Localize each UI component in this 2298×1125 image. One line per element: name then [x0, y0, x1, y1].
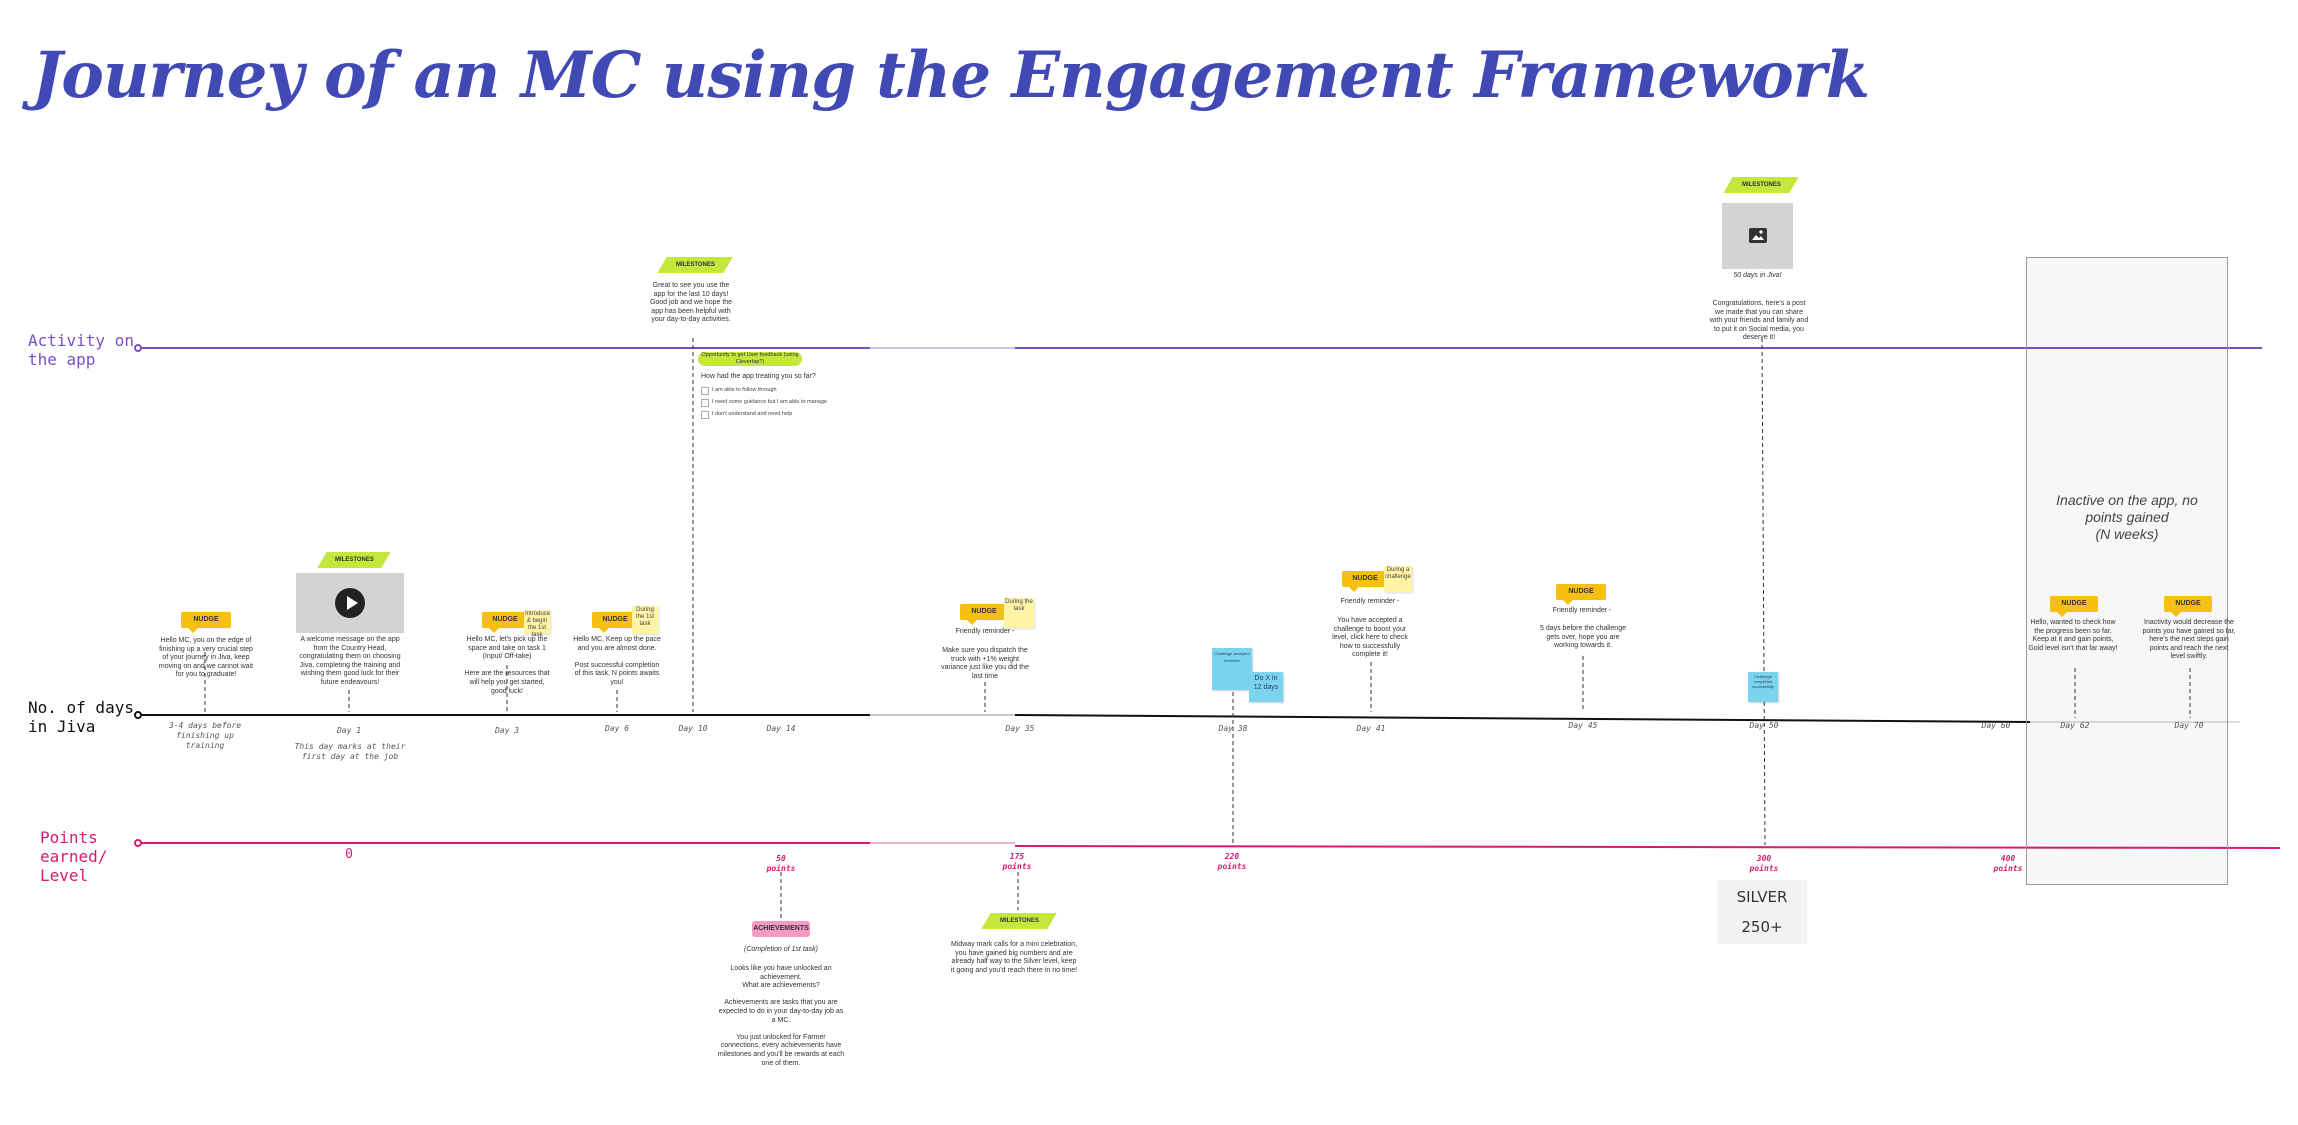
- level-name: SILVER: [1736, 888, 1788, 906]
- nudge-tag-day35: NUDGE: [960, 604, 1008, 625]
- points-300: 300 points: [1749, 854, 1779, 873]
- day-label-38: Day 38: [1218, 724, 1248, 733]
- nudge-text-day70: Inactivity would decrease the points you…: [2142, 619, 2236, 661]
- sticky-day35: During the task: [1004, 598, 1034, 628]
- nudge-tag-day3: NUDGE: [482, 612, 528, 633]
- points-220: 220 points: [1217, 852, 1247, 871]
- blue-sticky-day38-a: Challenge accepted reminder: [1212, 648, 1252, 690]
- points-400: 400 points: [1993, 854, 2023, 873]
- nudge-tag-day45: NUDGE: [1556, 584, 1606, 605]
- feedback-question: How had the app treating you so far?: [701, 373, 816, 380]
- day-label-1: Day 1: [336, 726, 362, 735]
- sticky-day3: Introduce & begin the 1st task: [524, 610, 551, 638]
- points-start: [134, 839, 142, 847]
- feedback-checkbox-3[interactable]: [701, 411, 709, 419]
- nudge-title-day41: Friendly reminder -: [1340, 598, 1400, 605]
- days-start: [134, 711, 142, 719]
- lane-points: Points earned/ Level: [40, 828, 108, 885]
- inactive-label: Inactive on the app, no points gained (N…: [2056, 492, 2198, 542]
- points-50: 50 points: [766, 854, 796, 873]
- activity-start: [134, 344, 142, 352]
- milestone-tag-175: MILESTONES: [981, 913, 1057, 929]
- nudge-tag-day70: NUDGE: [2164, 596, 2212, 617]
- milestone-text-day50: Congratulations, here's a post we made t…: [1709, 300, 1809, 342]
- nudge-tag-pre: NUDGE: [181, 612, 231, 633]
- milestone-text-day10: Great to see you use the app for the las…: [649, 282, 733, 324]
- play-icon[interactable]: [335, 588, 365, 618]
- video-thumbnail[interactable]: [296, 573, 404, 633]
- day-label-35: Day 35: [1005, 724, 1035, 733]
- points-line-2: [1014, 845, 2281, 849]
- image-placeholder: [1722, 203, 1793, 269]
- nudge-text-day6: Hello MC, Keep up the pace and you are a…: [573, 636, 661, 686]
- nudge-text-day41: You have accepted a challenge to boost y…: [1332, 617, 1408, 659]
- achievement-tag: ACHIEVEMENTS: [752, 921, 810, 937]
- achievement-text: Looks like you have unlocked an achievem…: [717, 965, 845, 1067]
- milestone-tag-day10: MILESTONES: [657, 257, 733, 273]
- page-title: Journey of an MC using the Engagement Fr…: [32, 38, 1870, 113]
- feedback-option-1: I am able to follow through: [712, 387, 777, 393]
- milestone-tag-day1: MILESTONES: [317, 552, 391, 568]
- image-icon: [1749, 228, 1767, 243]
- milestone-text-day1: A welcome message on the app from the Co…: [299, 636, 401, 686]
- sticky-day6: During the 1st task: [632, 606, 658, 634]
- achievement-subtitle: (Completion of 1st task): [744, 946, 818, 953]
- points-0: 0: [345, 847, 353, 862]
- day-label-50: Day 50: [1749, 721, 1779, 730]
- nudge-text-pre: Hello MC, you on the edge of finishing u…: [158, 637, 254, 679]
- lane-days: No. of days in Jiva: [28, 698, 134, 736]
- connectors: [204, 337, 2191, 920]
- nudge-text-day62: Hello, wanted to check how the progress …: [2028, 619, 2118, 652]
- nudge-title-day45: Friendly reminder -: [1552, 607, 1612, 614]
- day-label-3: Day 3: [494, 726, 520, 735]
- nudge-text-day35: Make sure you dispatch the truck with +1…: [941, 647, 1029, 680]
- feedback-option-3: I don't understand and need help: [712, 411, 793, 417]
- points-175: 175 points: [1002, 852, 1032, 871]
- day-label-41: Day 41: [1356, 724, 1386, 733]
- feedback-checkbox-1[interactable]: [701, 387, 709, 395]
- milestone-text-175: Midway mark calls for a mini celebration…: [950, 941, 1078, 974]
- nudge-tag-day6: NUDGE: [592, 612, 638, 633]
- milestone-tag-day50: MILESTONES: [1723, 177, 1799, 193]
- feedback-checkbox-2[interactable]: [701, 399, 709, 407]
- blue-sticky-day38-b: Do X in 12 days: [1249, 672, 1283, 702]
- nudge-text-day45: 5 days before the challenge gets over, h…: [1539, 625, 1626, 650]
- days-line-2: [1014, 714, 2031, 723]
- feedback-option-2: I need some guidance but I am able to ma…: [712, 399, 827, 405]
- nudge-text-day3: Hello MC, let's pick up the space and ta…: [464, 636, 550, 695]
- lane-activity: Activity on the app: [28, 331, 134, 369]
- sticky-day41: During a challenge: [1384, 566, 1412, 592]
- day-label-pre: 3-4 days before finishing up training: [168, 721, 242, 750]
- day-label-62: Day 62: [2060, 721, 2090, 730]
- day-label-14: Day 14: [766, 724, 796, 733]
- day-label-10: Day 10: [678, 724, 708, 733]
- level-card: SILVER 250+: [1717, 880, 1807, 944]
- level-threshold: 250+: [1741, 918, 1783, 936]
- day-label-6: Day 6: [604, 724, 630, 733]
- milestone-caption-day50: 50 days in Jiva!: [1733, 272, 1782, 279]
- day-label-70: Day 70: [2174, 721, 2204, 730]
- day-label-45: Day 45: [1568, 721, 1598, 730]
- nudge-title-day35: Friendly reminder -: [955, 628, 1015, 635]
- nudge-tag-day62: NUDGE: [2050, 596, 2098, 617]
- nudge-tag-day41: NUDGE: [1342, 571, 1388, 592]
- feedback-tag: Opportunity to get User feedback (using …: [698, 352, 802, 366]
- blue-sticky-day50: Challenge completed successfully: [1748, 672, 1778, 702]
- inactive-zone: [2026, 257, 2228, 885]
- day-label-60: Day 60: [1981, 721, 2011, 730]
- day-1-note: This day marks at their first day at the…: [294, 742, 406, 761]
